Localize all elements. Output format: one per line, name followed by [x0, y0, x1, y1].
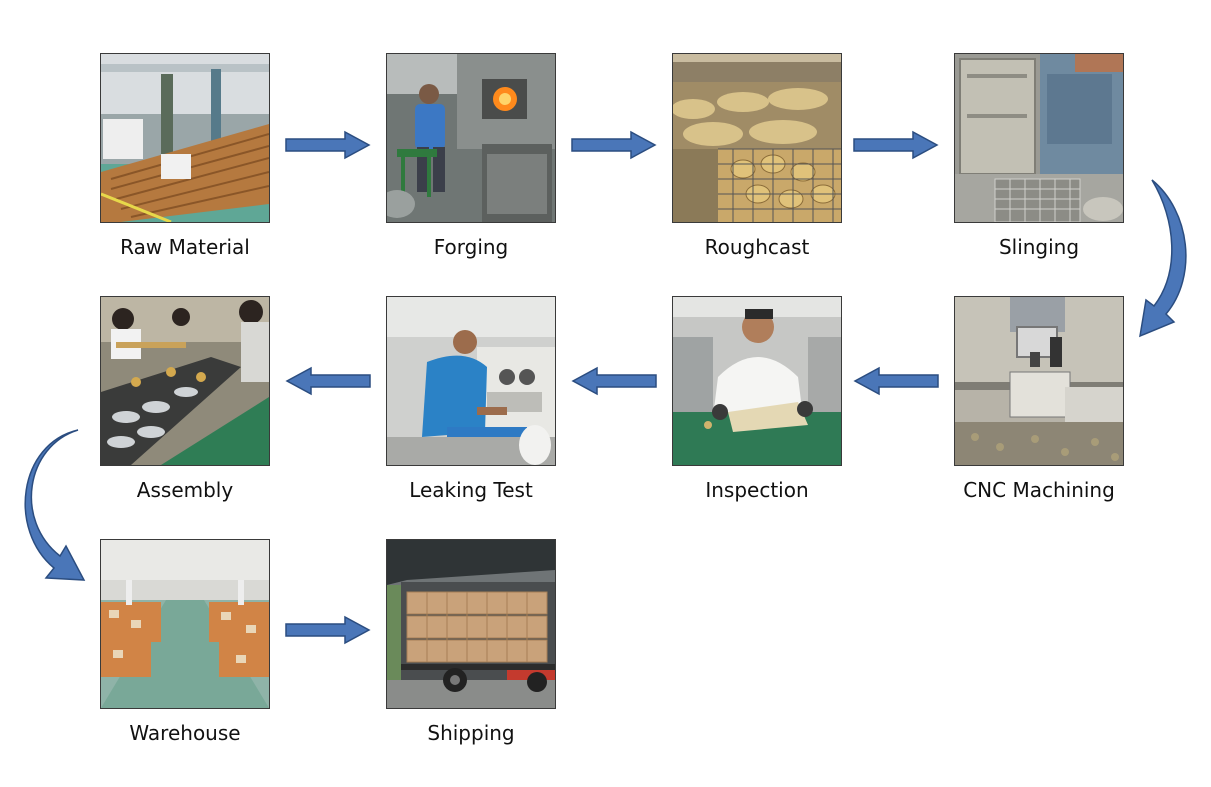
curved-arrow-down-icon: [1132, 176, 1198, 341]
arrow-right-icon: [285, 130, 371, 160]
warehouse-photo: [100, 539, 270, 709]
arrow-right-icon: [285, 615, 371, 645]
assembly-photo: [100, 296, 270, 466]
step-label: Leaking Test: [409, 478, 533, 502]
forging-photo: [386, 53, 556, 223]
raw-material-photo: [100, 53, 270, 223]
arrow-left-icon: [571, 366, 657, 396]
step-label: Assembly: [136, 478, 234, 502]
arrow-left-icon: [285, 366, 371, 396]
step-label: Raw Material: [120, 235, 250, 259]
arrow-right-icon: [571, 130, 657, 160]
step-label: Shipping: [427, 721, 515, 745]
step-label: CNC Machining: [963, 478, 1115, 502]
arrow-right-icon: [853, 130, 939, 160]
step-label: Roughcast: [704, 235, 810, 259]
cnc-machining-photo: [954, 296, 1124, 466]
curved-arrow-down-icon: [18, 428, 92, 586]
step-label: Slinging: [998, 235, 1080, 259]
step-label: Forging: [433, 235, 509, 259]
step-label: Warehouse: [129, 721, 241, 745]
roughcast-photo: [672, 53, 842, 223]
step-label: Inspection: [705, 478, 809, 502]
slinging-photo: [954, 53, 1124, 223]
arrow-left-icon: [853, 366, 939, 396]
inspection-photo: [672, 296, 842, 466]
shipping-photo: [386, 539, 556, 709]
leaking-test-photo: [386, 296, 556, 466]
